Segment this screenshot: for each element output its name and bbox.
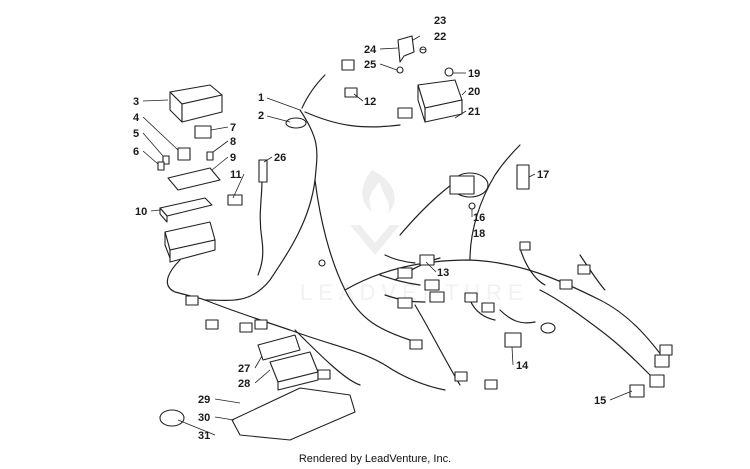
fuse-box-base — [159, 197, 216, 263]
footer-credit: Rendered by LeadVenture, Inc. — [298, 453, 452, 465]
watermark-logo: LEADVENTURE — [300, 170, 523, 305]
callout-14: 14 — [516, 360, 529, 372]
callout-7: 7 — [230, 122, 236, 134]
clamp — [159, 409, 185, 427]
callout-17: 17 — [537, 169, 549, 181]
connector — [654, 354, 670, 368]
callout-4: 4 — [133, 112, 140, 124]
callout-labels: 1 2 3 4 5 6 7 8 9 10 11 12 13 14 15 16 1… — [133, 15, 606, 442]
callout-18: 18 — [473, 228, 485, 240]
connector — [344, 87, 358, 98]
callout-31: 31 — [198, 430, 210, 442]
callout-23: 23 — [434, 15, 446, 27]
callout-2: 2 — [258, 110, 264, 122]
connector — [227, 194, 243, 206]
callout-21: 21 — [468, 106, 480, 118]
callout-27: 27 — [238, 363, 250, 375]
relay-small — [177, 147, 191, 161]
callout-13: 13 — [437, 267, 449, 279]
starter-solenoid — [449, 164, 530, 198]
fuse-block — [167, 167, 221, 191]
callout-10: 10 — [135, 206, 147, 218]
callout-6: 6 — [133, 146, 139, 158]
callout-16: 16 — [473, 212, 485, 224]
callout-15: 15 — [594, 395, 606, 407]
voltage-regulator — [417, 79, 463, 123]
callout-20: 20 — [468, 86, 480, 98]
callout-30: 30 — [198, 412, 210, 424]
callout-12: 12 — [364, 96, 376, 108]
connector — [397, 107, 413, 119]
callout-29: 29 — [198, 394, 210, 406]
callout-3: 3 — [133, 96, 139, 108]
connector — [504, 332, 522, 348]
callout-9: 9 — [230, 152, 236, 164]
callout-8: 8 — [230, 136, 236, 148]
bracket — [397, 35, 415, 63]
callout-1: 1 — [258, 92, 264, 104]
fuse-box-cover — [169, 84, 223, 123]
callout-5: 5 — [133, 128, 139, 140]
mounting-plate — [231, 387, 356, 441]
relay — [194, 125, 212, 139]
sensor — [258, 159, 268, 183]
callout-22: 22 — [434, 31, 446, 43]
control-module — [257, 334, 319, 391]
callout-25: 25 — [364, 59, 376, 71]
callout-26: 26 — [274, 152, 286, 164]
callout-11: 11 — [230, 169, 242, 181]
callout-19: 19 — [468, 68, 480, 80]
connector — [341, 59, 355, 71]
callout-28: 28 — [238, 378, 250, 390]
callout-24: 24 — [364, 44, 377, 56]
grommet — [285, 117, 307, 129]
